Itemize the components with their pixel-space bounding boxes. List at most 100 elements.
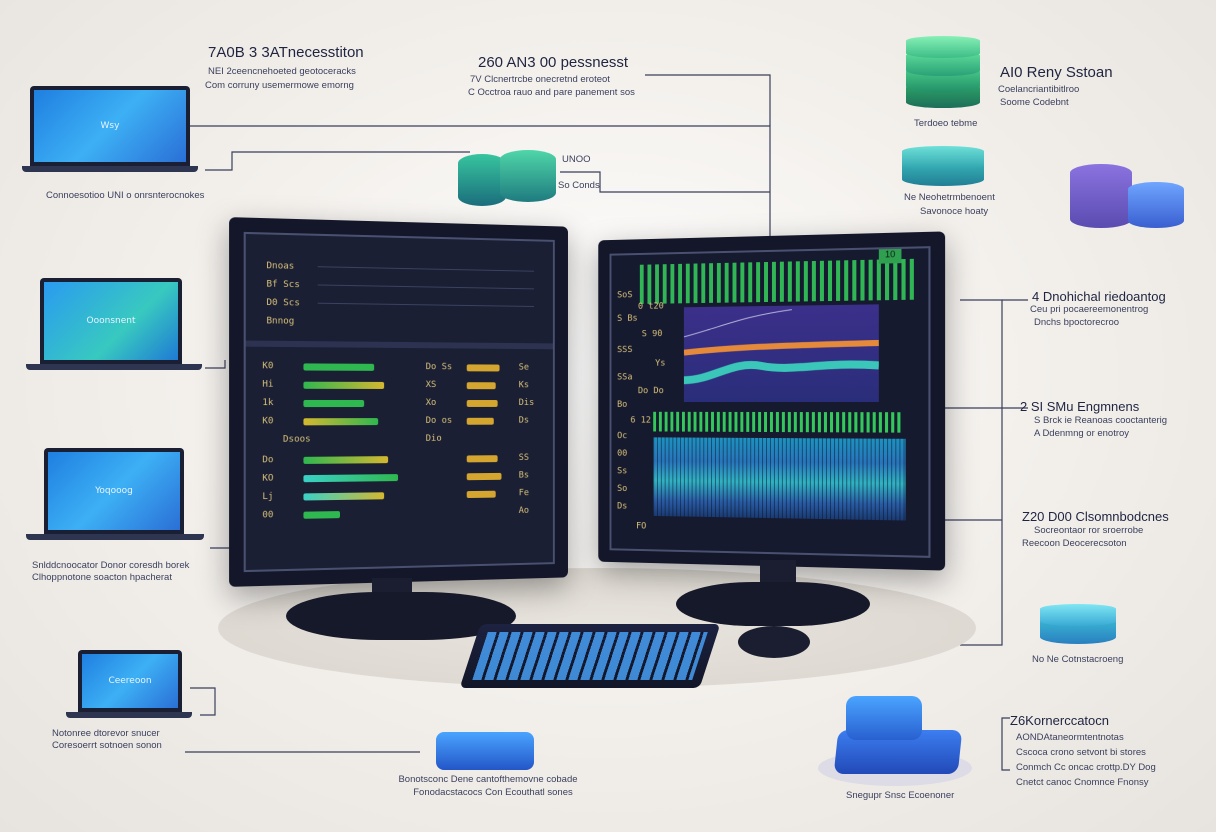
right-badge-text: 10 bbox=[884, 249, 896, 260]
right-label: SSa bbox=[617, 372, 633, 383]
top-right-line-1: Coelancriantibitlroo bbox=[998, 84, 1080, 95]
database-stack-blue-bottom bbox=[818, 694, 972, 788]
mid-right-label-2: Savonoce hoaty bbox=[920, 206, 989, 217]
left-row-label: 00 bbox=[262, 510, 274, 521]
right-chart-panel bbox=[684, 304, 879, 403]
database-stack-purple bbox=[1070, 164, 1190, 230]
top-left-line-2: Com corruny usemermowe emorng bbox=[205, 80, 354, 91]
left-mid-row-label: Dio bbox=[425, 433, 442, 444]
center-db-label-1: UNOO bbox=[562, 154, 591, 165]
top-center-title: 260 AN3 00 pessnesst bbox=[478, 54, 629, 71]
left-row-label: K0 bbox=[262, 416, 274, 427]
database-stack-teal bbox=[902, 146, 984, 186]
top-right-under-label: Terdoeo tebme bbox=[914, 118, 978, 129]
laptop-3-caption-text: Snlddcnoocator Donor coresdh borek Clhop… bbox=[32, 560, 190, 583]
laptop-2-screen: Ooonsnent bbox=[44, 282, 178, 360]
right-item-3-line-1: Socreontaor ror sroerrobe bbox=[1034, 525, 1144, 536]
right-chart-lines bbox=[684, 304, 879, 402]
mouse bbox=[738, 626, 810, 658]
bottom-db-label: No Ne Cotnstacroeng bbox=[1032, 654, 1124, 665]
right-label: 6 12 bbox=[630, 415, 651, 426]
mid-right-label-1: Ne Neohetrmbenoent bbox=[904, 192, 995, 203]
laptop-1-caption: Connoesotioo UNI o onrsnterocnokes bbox=[46, 190, 205, 201]
bottom-right-item-4: Cnetct canoc Cnomnce Fnonsy bbox=[1016, 777, 1149, 788]
left-header-1: Dnoas bbox=[266, 261, 295, 272]
top-right-title: AI0 Reny Sstoan bbox=[1000, 64, 1113, 81]
center-db-label-2: So Conds bbox=[558, 180, 600, 191]
right-label: So bbox=[617, 484, 628, 494]
bottom-right-title: Z6Kornerccatocn bbox=[1010, 713, 1109, 728]
bottom-center-caption-2: Fonodacstacocs Con Ecouthatl sones bbox=[413, 787, 573, 798]
laptop-1-screen: Wsy bbox=[34, 90, 186, 162]
right-label: Do Do bbox=[637, 386, 664, 397]
top-center-line-2: C Occtroa rauo and pare panement sos bbox=[468, 87, 635, 98]
right-label: Bo bbox=[617, 400, 628, 410]
monitor-left: Dnoas Bf Scs D0 Scs Bnnog K0 Hi 1k K0 Ds… bbox=[229, 217, 568, 587]
left-col-c-label: Ao bbox=[518, 505, 530, 516]
left-mid-row-label: Do os bbox=[425, 415, 453, 426]
right-item-2-title: 2 SI SMu Engmnens bbox=[1020, 399, 1140, 414]
left-row-label: Do bbox=[262, 455, 274, 466]
left-row-label: Lj bbox=[262, 491, 274, 503]
monitor-right-screen: 10 SoS 0 t20 S Bs S 90 SSS Ys SSa Do Do … bbox=[609, 246, 931, 558]
right-item-3-line-2: Reecoon Deocerecsoton bbox=[1022, 538, 1127, 549]
bottom-db-right-caption: Snegupr Snsc Ecoenoner bbox=[846, 790, 955, 801]
right-label: S 90 bbox=[641, 329, 663, 340]
database-stack-green-top bbox=[906, 36, 980, 110]
right-item-1-line-1: Ceu pri pocaereemonentrog bbox=[1030, 304, 1149, 315]
right-label: Oc bbox=[617, 431, 628, 442]
right-label: Ys bbox=[655, 358, 666, 369]
left-row-label: K0 bbox=[262, 361, 274, 372]
laptop-4-screen: Ceereoon bbox=[82, 654, 178, 708]
top-center-line-1: 7V Clcnertrcbe onecretnd eroteot bbox=[470, 74, 610, 85]
left-header-2: Bf Scs bbox=[266, 279, 300, 291]
monitor-right: 10 SoS 0 t20 S Bs S 90 SSS Ys SSa Do Do … bbox=[598, 231, 946, 571]
right-item-3-title: Z20 D00 Clsomnbodcnes bbox=[1022, 509, 1169, 524]
right-badge: 10 bbox=[878, 248, 902, 264]
left-mid-row-label: Do Ss bbox=[425, 362, 453, 373]
left-col-c-label: Ds bbox=[518, 415, 530, 426]
laptop-3-screen: Yoqooog bbox=[48, 452, 180, 530]
top-right-line-2: Soome Codebnt bbox=[1000, 97, 1069, 108]
bottom-right-item-1: AONDAtaneormtentnotas bbox=[1016, 732, 1124, 743]
right-label: 00 bbox=[617, 448, 628, 459]
left-bars-column: K0 Hi 1k K0 Dsoos Do KO Lj 00 bbox=[262, 361, 404, 555]
right-label: FO bbox=[636, 521, 647, 532]
monitor-left-screen: Dnoas Bf Scs D0 Scs Bnnog K0 Hi 1k K0 Ds… bbox=[243, 231, 555, 573]
left-mid-label: Dsoos bbox=[282, 434, 311, 445]
laptop-4-caption-text: Notonree dtorevor snucer Coresoerrt sotn… bbox=[52, 728, 162, 751]
left-header-3: D0 Scs bbox=[266, 297, 300, 309]
database-stack-bottom-center bbox=[436, 724, 534, 770]
right-item-2-line-2: A Ddenmng or enotroy bbox=[1034, 428, 1130, 439]
right-label: Ss bbox=[617, 466, 628, 477]
top-left-line-1: NEI 2ceencnehoeted geotoceracks bbox=[208, 66, 356, 77]
keyboard bbox=[459, 624, 721, 688]
right-item-2-line-1: S Brck ie Reanoas cooctanterig bbox=[1034, 415, 1168, 426]
monitor-right-base bbox=[676, 582, 870, 626]
bottom-right-item-2: Cscoca crono setvont bi stores bbox=[1016, 747, 1146, 758]
right-label: 0 t20 bbox=[637, 301, 664, 312]
top-left-title: 7A0B 3 3ATnecesstiton bbox=[208, 44, 364, 61]
right-label: S Bs bbox=[617, 313, 638, 324]
database-stack-small-right bbox=[1040, 604, 1116, 644]
left-mid-row-label: Xo bbox=[425, 398, 437, 408]
left-col-c-label: Ks bbox=[518, 380, 530, 391]
left-row-label: Hi bbox=[262, 379, 274, 390]
laptop-3-caption-1: Snlddcnoocator Donor coresdh borek Clhop… bbox=[32, 560, 189, 584]
left-col-c-label: Se bbox=[518, 362, 530, 373]
left-header-4: Bnnog bbox=[266, 316, 295, 327]
left-col-c-label: Dis bbox=[518, 398, 535, 408]
right-mid-bars bbox=[653, 411, 904, 433]
right-label: Ds bbox=[617, 501, 628, 512]
left-right-bars: Se Ks Dis Ds SS Bs Fe Ao bbox=[466, 362, 547, 550]
bottom-right-item-3: Conmch Cc oncac crottp.DY Dog bbox=[1016, 762, 1156, 773]
right-item-1-title: 4 Dnohichal riedoantog bbox=[1032, 289, 1166, 304]
left-col-c-label: Fe bbox=[518, 488, 530, 499]
left-row-label: 1k bbox=[262, 397, 274, 409]
right-item-1-line-2: Dnchs bpoctorecroo bbox=[1034, 317, 1120, 328]
left-mid-row-label: XS bbox=[425, 380, 437, 391]
right-label: SoS bbox=[617, 290, 633, 301]
right-waveform bbox=[653, 437, 906, 521]
left-col-c-label: SS bbox=[518, 452, 530, 463]
